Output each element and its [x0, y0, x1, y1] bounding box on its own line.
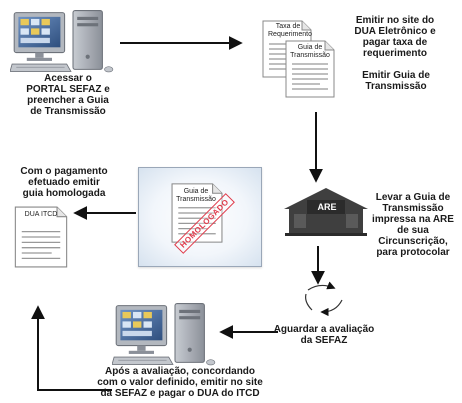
step-pagamento: Com o pagamento efetuado emitir guia hom…	[14, 166, 114, 199]
step-levar-guia-line3: impressa na ARE	[372, 214, 454, 225]
doc-guia-top-title: Guia de Transmissão	[290, 44, 330, 60]
step-emitir-guia-line1: Emitir Guia de	[362, 70, 430, 81]
step-emitir-dua-line3: pagar taxa de	[362, 37, 428, 48]
step-levar-guia-line4: de sua	[397, 225, 429, 236]
computer-icon-bottom	[112, 303, 216, 366]
step-levar-guia-line1: Levar a Guia de	[375, 192, 451, 203]
step-acessar-portal-line1: Acessar o	[44, 73, 92, 84]
arrow-avaliacao-to-pagamento	[31, 305, 112, 391]
step-pagamento-line3: guia homologada	[22, 188, 106, 199]
step-levar-guia: Levar a Guia de Transmissão impressa na …	[366, 192, 460, 258]
step-apos-avaliacao-line3: da SEFAZ e pagar o DUA do ITCD	[100, 388, 260, 399]
are-building-icon	[284, 188, 368, 236]
computer-icon-top	[10, 10, 114, 73]
step-aguardar: Aguardar a avaliação da SEFAZ	[272, 324, 376, 346]
doc-taxa-title-line2: Requerimento	[268, 31, 312, 38]
step-apos-avaliacao-line2: com o valor definido, emitir no site	[97, 377, 263, 388]
step-acessar-portal-line2: PORTAL SEFAZ e	[26, 84, 110, 95]
step-emitir-guia-line2: Transmissão	[365, 81, 427, 92]
step-levar-guia-line5: Circunscrição,	[378, 236, 448, 247]
step-emitir-dua-line1: Emitir no site do	[355, 15, 435, 26]
step-emitir-dua-line4: requerimento	[363, 48, 427, 59]
step-emitir-dua: Emitir no site do DUA Eletrônico e pagar…	[340, 15, 450, 59]
step-emitir-dua-line2: DUA Eletrônico e	[354, 26, 436, 37]
step-acessar-portal: Acessar o PORTAL SEFAZ e preencher a Gui…	[12, 73, 124, 117]
doc-guia-homologada-title: Guia de Transmissão	[176, 188, 216, 204]
step-pagamento-line2: efetuado emitir	[28, 177, 100, 188]
waiting-cycle-icon	[305, 281, 343, 317]
step-emitir-guia: Emitir Guia de Transmissão	[350, 70, 442, 92]
step-aguardar-line2: da SEFAZ	[300, 335, 348, 346]
step-levar-guia-line2: Transmissão	[382, 203, 444, 214]
step-pagamento-line1: Com o pagamento	[20, 166, 108, 177]
step-apos-avaliacao: Após a avaliação, concordando com o valo…	[92, 366, 268, 399]
step-levar-guia-line6: para protocolar	[376, 247, 450, 258]
doc-taxa-title: Taxa de Requerimento	[268, 23, 312, 39]
doc-taxa-title-line1: Taxa de	[275, 23, 301, 30]
doc-guia-homologada-title-line1: Guia de	[183, 188, 209, 195]
step-apos-avaliacao-line1: Após a avaliação, concordando	[104, 366, 256, 377]
are-building-label: ARE	[317, 202, 337, 212]
step-acessar-portal-line3: preencher a Guia	[27, 95, 109, 106]
doc-guia-top-title-line1: Guia de	[297, 44, 323, 51]
doc-guia-homologada-title-line2: Transmissão	[176, 196, 216, 203]
step-aguardar-line1: Aguardar a avaliação	[273, 324, 375, 335]
doc-guia-top-title-line2: Transmissão	[290, 52, 330, 59]
step-acessar-portal-line4: de Transmissão	[30, 106, 106, 117]
doc-dua-itcd-title: DUA ITCD	[24, 211, 58, 218]
